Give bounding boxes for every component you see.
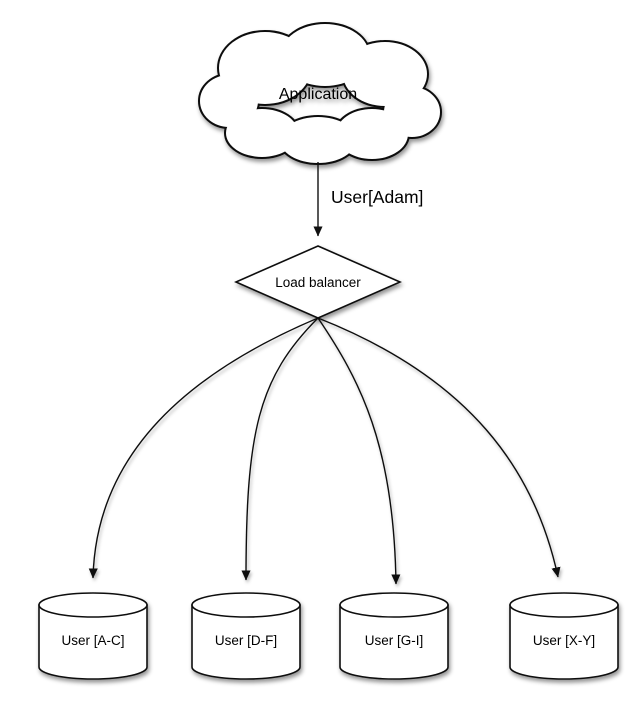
database-cylinder-top [509, 592, 619, 618]
edge-lb-to-shard-a-c [88, 317, 319, 579]
db-node-user-g-i: User [G-I] [339, 592, 449, 680]
db-node-user-d-f: User [D-F] [191, 592, 301, 680]
database-cylinder-top [339, 592, 449, 618]
database-cylinder-top [38, 592, 148, 618]
database-cylinder-icon [191, 604, 301, 680]
edge-lb-to-shard-d-f [241, 317, 319, 581]
application-label: Application [279, 86, 357, 103]
shard-nodes: User [A-C] User [D-F] User [G-I] User [X… [38, 592, 619, 680]
db-node-user-a-c: User [A-C] [38, 592, 148, 680]
database-cylinder-icon [38, 604, 148, 680]
edge-lb-to-shard-x-y [317, 317, 561, 578]
load-balancer-label: Load balancer [275, 275, 361, 290]
database-cylinder-top [191, 592, 301, 618]
load-balancer-node: Load balancer [234, 245, 402, 319]
edge-app-to-lb: User[Adam] [313, 162, 423, 237]
edges-lb-to-shards [88, 317, 561, 585]
db-node-user-x-y: User [X-Y] [509, 592, 619, 680]
db-label-user-g-i: User [G-I] [365, 633, 424, 648]
database-cylinder-icon [339, 604, 449, 680]
db-label-user-a-c: User [A-C] [61, 633, 124, 648]
db-label-user-x-y: User [X-Y] [533, 633, 595, 648]
db-label-user-d-f: User [D-F] [215, 633, 277, 648]
edge-lb-to-shard-g-i [317, 317, 401, 585]
edge-label-user-adam: User[Adam] [331, 187, 423, 207]
database-cylinder-icon [509, 604, 619, 680]
application-cloud-node: Application [198, 22, 442, 165]
cloud-shape [198, 22, 442, 165]
